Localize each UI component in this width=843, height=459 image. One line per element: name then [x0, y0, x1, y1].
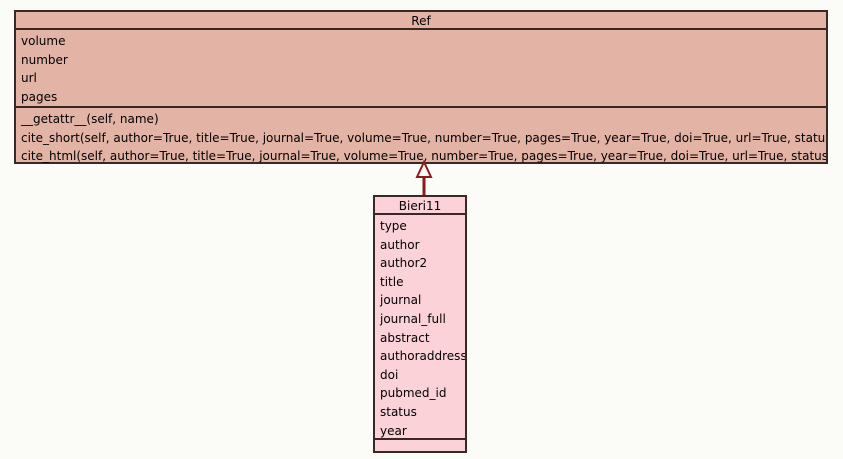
method-row: cite_html(self, author=True, title=True,… — [21, 149, 826, 164]
attributes-compartment-bieri11: type author author2 title journal journa… — [375, 215, 465, 438]
attribute-row: number — [21, 52, 68, 67]
attribute-row: pages — [21, 89, 58, 104]
attribute-row: author2 — [380, 256, 428, 271]
method-row: __getattr__(self, name) — [21, 112, 159, 126]
uml-class-ref[interactable]: Ref volume number url pages __getattr__(… — [14, 10, 828, 164]
class-name-bieri11: Bieri11 — [375, 197, 465, 215]
attribute-row: title — [380, 274, 404, 289]
attribute-row: authoraddress — [380, 349, 465, 364]
method-row: cite_short(self, author=True, title=True… — [21, 130, 826, 145]
attributes-compartment-ref: volume number url pages — [16, 30, 826, 106]
methods-compartment-bieri11 — [375, 438, 465, 453]
methods-compartment-ref: __getattr__(self, name) cite_short(self,… — [16, 106, 826, 164]
attribute-row: journal — [380, 293, 422, 308]
attribute-row: year — [380, 423, 407, 438]
attribute-row: pubmed_id — [380, 386, 447, 401]
attribute-row: doi — [380, 367, 399, 382]
attribute-row: status — [380, 404, 417, 419]
attribute-row: type — [380, 219, 407, 233]
generalization-arrow — [415, 160, 433, 198]
attribute-row: author — [380, 237, 420, 252]
attribute-row: volume — [21, 34, 66, 48]
class-name-ref: Ref — [16, 12, 826, 30]
attribute-row: journal_full — [380, 311, 446, 326]
uml-class-bieri11[interactable]: Bieri11 type author author2 title journa… — [373, 195, 467, 453]
attribute-row: abstract — [380, 330, 430, 345]
attribute-row: url — [21, 71, 37, 86]
